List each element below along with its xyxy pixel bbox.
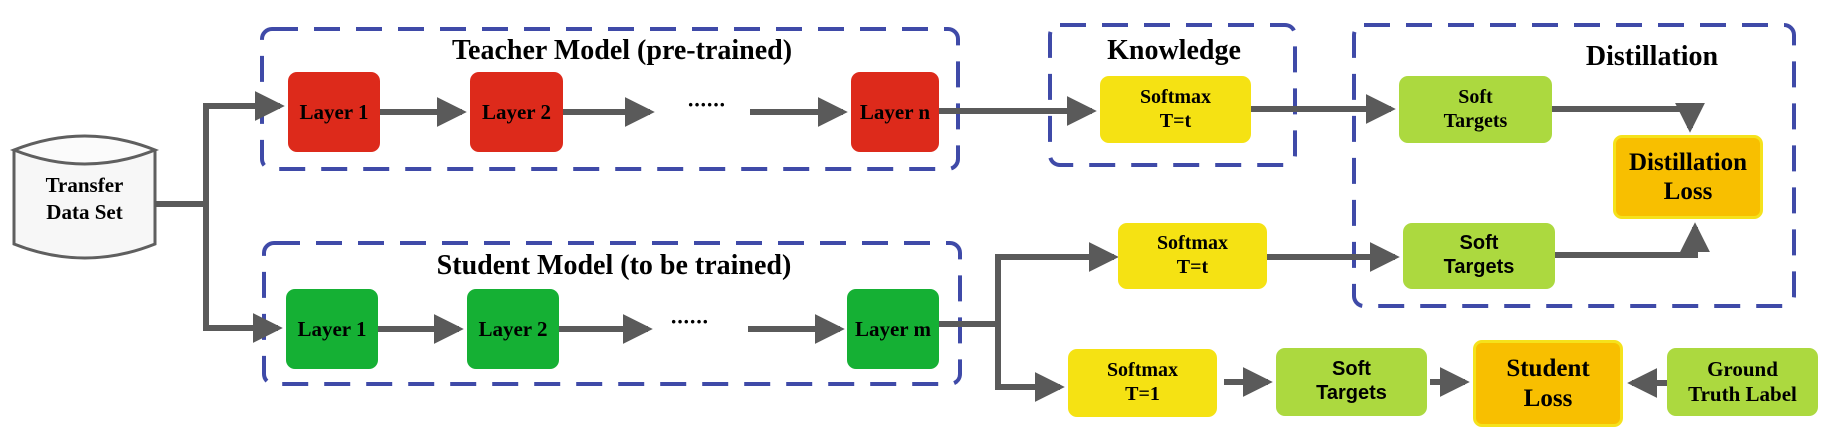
teacher-layer-2: Layer 2 bbox=[470, 72, 563, 152]
arrow-student-to-softmax-1 bbox=[995, 324, 1065, 402]
knowledge-group-border bbox=[1048, 23, 1297, 167]
student-softmax-t-box: Softmax T=t bbox=[1118, 223, 1267, 289]
soft-targets-label-line2: Targets bbox=[1443, 109, 1508, 132]
student-model-title: Student Model (to be trained) bbox=[436, 250, 792, 281]
student-ellipsis: ······ bbox=[669, 309, 709, 334]
teacher-layer-n: Layer n bbox=[851, 72, 939, 152]
student-loss-label-line2: Loss bbox=[1523, 384, 1573, 412]
distillation-loss-box: Distillation Loss bbox=[1613, 135, 1763, 219]
teacher-ellipsis: ······ bbox=[686, 92, 726, 117]
dataset-label-line1: Transfer bbox=[45, 173, 124, 197]
soft-targets-label-line2: Targets bbox=[1443, 256, 1515, 278]
arrow-soft-targets-to-distillation-loss bbox=[1552, 102, 1705, 133]
dataset-label: Transfer Data Set bbox=[14, 172, 155, 227]
ground-truth-label-box: Ground Truth Label bbox=[1667, 348, 1818, 416]
temperature-label: T=1 bbox=[1125, 383, 1160, 405]
arrow-student-to-softmax-t bbox=[995, 242, 1119, 324]
student-loss-box: Student Loss bbox=[1473, 340, 1623, 427]
student-soft-targets-distill-box: Soft Targets bbox=[1403, 223, 1555, 289]
distillation-title: Distillation bbox=[1585, 41, 1719, 72]
distillation-loss-label-line2: Loss bbox=[1663, 178, 1713, 205]
arrow-dataset-to-student bbox=[203, 204, 283, 343]
temperature-label: T=t bbox=[1176, 256, 1209, 278]
student-group-border bbox=[262, 241, 962, 386]
teacher-model-title: Teacher Model (pre-trained) bbox=[451, 35, 793, 66]
database-cylinder-icon bbox=[9, 134, 160, 260]
teacher-soft-targets-box: Soft Targets bbox=[1399, 76, 1552, 143]
student-loss-label-line1: Student bbox=[1506, 355, 1590, 382]
teacher-layer-1: Layer 1 bbox=[288, 72, 380, 152]
knowledge-title: Knowledge bbox=[1107, 35, 1241, 66]
soft-targets-label-line2: Targets bbox=[1316, 382, 1387, 404]
soft-targets-label-line1: Soft bbox=[1458, 85, 1493, 108]
softmax-label: Softmax bbox=[1156, 232, 1229, 255]
ground-truth-label-line2: Truth Label bbox=[1688, 382, 1797, 406]
temperature-label: T=t bbox=[1159, 109, 1192, 132]
distillation-group-border bbox=[1352, 23, 1796, 308]
arrow-soft-targets-to-distillation-loss-up bbox=[1555, 222, 1710, 258]
softmax-label: Softmax bbox=[1139, 85, 1212, 108]
dataset-label-line2: Data Set bbox=[46, 200, 123, 225]
arrow-dataset-to-teacher bbox=[203, 91, 285, 204]
student-soft-targets-box: Soft Targets bbox=[1276, 348, 1427, 416]
softmax-label: Softmax bbox=[1106, 359, 1179, 382]
student-layer-1: Layer 1 bbox=[286, 289, 378, 369]
ground-truth-label-line1: Ground bbox=[1707, 357, 1778, 382]
student-layer-m: Layer m bbox=[847, 289, 939, 369]
soft-targets-label-line1: Soft bbox=[1459, 232, 1499, 255]
student-softmax-1-box: Softmax T=1 bbox=[1068, 349, 1217, 417]
soft-targets-label-line1: Soft bbox=[1332, 358, 1371, 381]
student-layer-2: Layer 2 bbox=[467, 289, 559, 369]
teacher-softmax-box: Softmax T=t bbox=[1100, 76, 1251, 143]
distillation-loss-label-line1: Distillation bbox=[1628, 148, 1748, 176]
